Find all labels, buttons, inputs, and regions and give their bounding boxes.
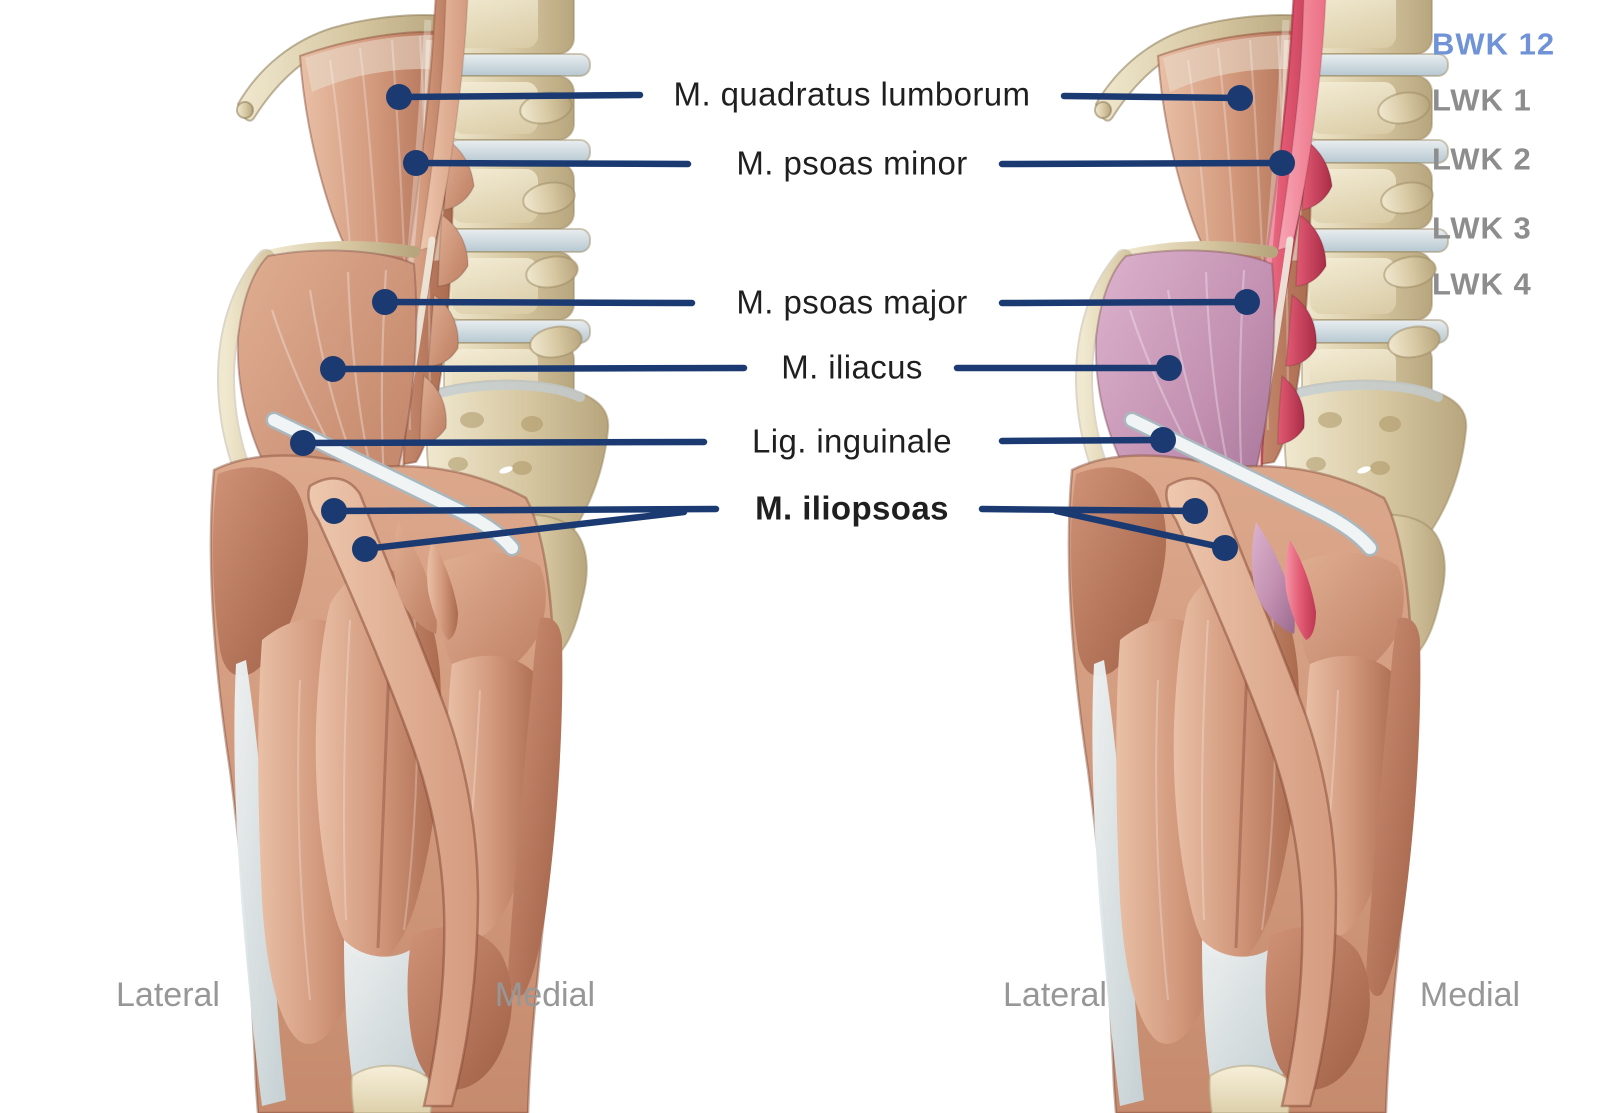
leader-dot-psoas-minor-left xyxy=(403,150,429,176)
leader-dot-iliopsoas-left-1 xyxy=(321,498,347,524)
annotation-psoas-minor: M. psoas minor xyxy=(726,144,978,184)
leader-dot-psoas-minor-right xyxy=(1269,150,1295,176)
annotation-iliacus: M. iliacus xyxy=(771,348,933,388)
leader-dot-inguinale-right xyxy=(1150,427,1176,453)
annotation-iliopsoas: M. iliopsoas xyxy=(745,489,959,529)
leader-dot-quadratus-left xyxy=(386,84,412,110)
annotation-quadratus-lumborum: M. quadratus lumborum xyxy=(663,75,1041,115)
orientation-lateral-right-figure: Lateral xyxy=(1003,976,1107,1014)
leader-dot-iliopsoas-left-2 xyxy=(352,536,378,562)
leader-dot-psoas-major-left xyxy=(372,289,398,315)
vertebra-label-lwk4: LWK 4 xyxy=(1432,266,1532,302)
orientation-medial-right-figure: Medial xyxy=(1419,976,1521,1014)
leader-dot-psoas-major-right xyxy=(1234,289,1260,315)
orientation-lateral-left-figure: Lateral xyxy=(116,976,220,1014)
leader-dot-iliopsoas-right-2 xyxy=(1212,535,1238,561)
leader-dot-iliopsoas-right-1 xyxy=(1182,498,1208,524)
annotation-lig-inguinale: Lig. inguinale xyxy=(741,422,963,462)
vertebra-label-lwk1: LWK 1 xyxy=(1432,82,1532,118)
vertebra-label-bwk12: BWK 12 xyxy=(1432,26,1556,62)
figure-highlighted xyxy=(1069,0,1466,1113)
leader-dot-iliacus-left xyxy=(320,356,346,382)
vertebra-label-lwk3: LWK 3 xyxy=(1432,210,1532,246)
orientation-medial-left-figure: Medial xyxy=(494,976,596,1014)
leader-dot-iliacus-right xyxy=(1156,355,1182,381)
annotation-psoas-major: M. psoas major xyxy=(726,283,978,323)
leader-dot-quadratus-right xyxy=(1227,85,1253,111)
leader-dot-inguinale-left xyxy=(290,430,316,456)
vertebra-label-lwk2: LWK 2 xyxy=(1432,141,1532,177)
leader-lines xyxy=(290,84,1295,562)
